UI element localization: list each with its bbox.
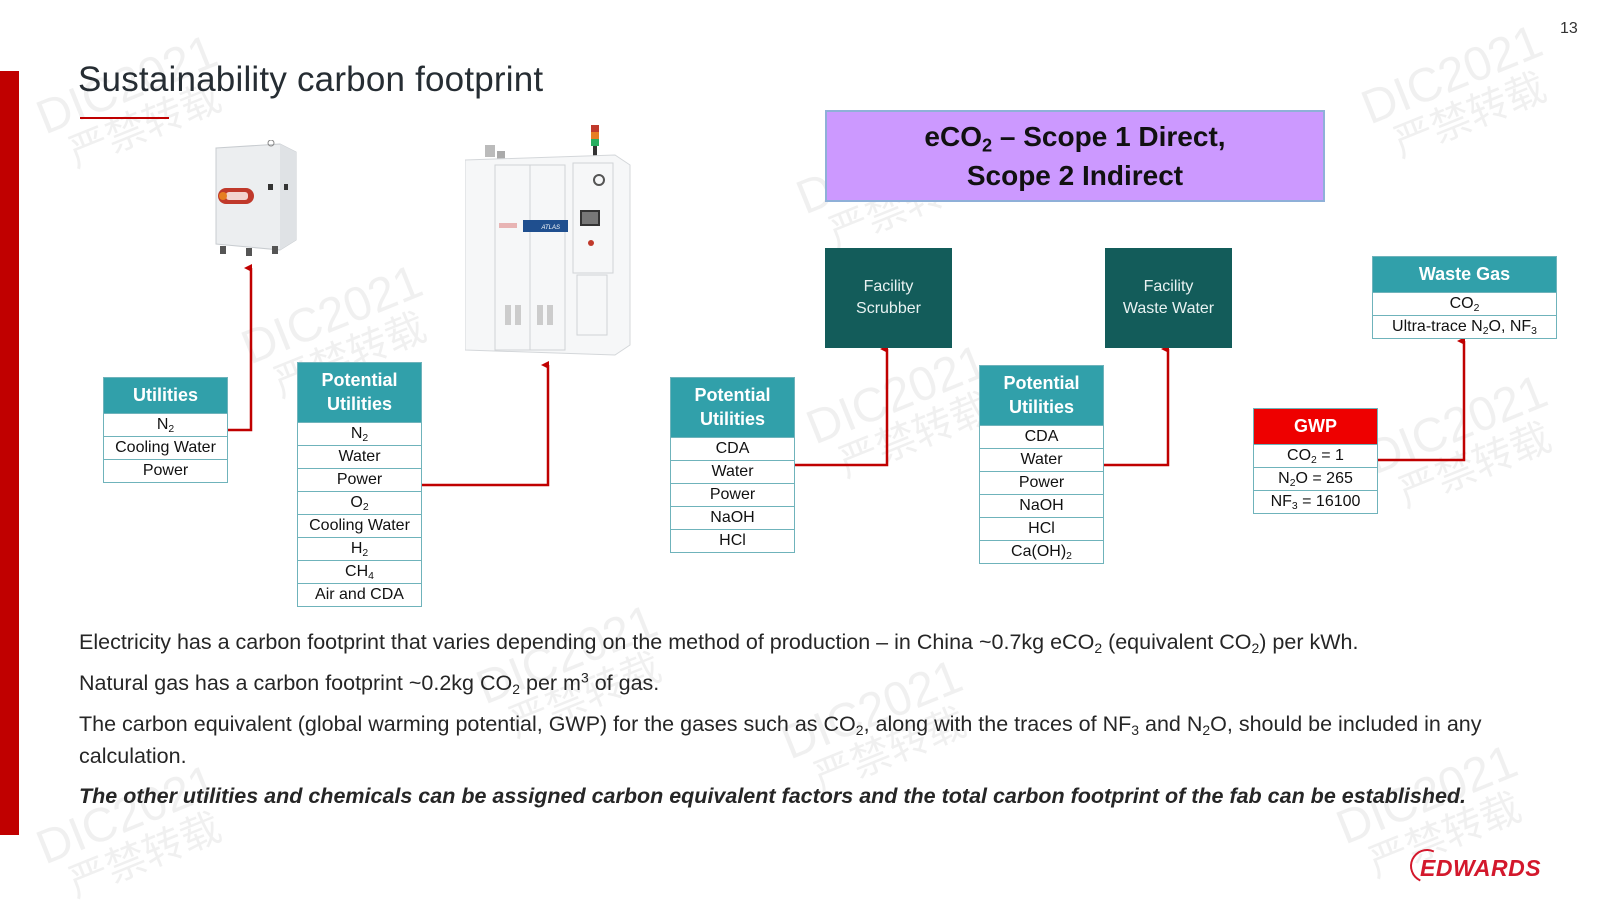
paragraph-natural-gas: Natural gas has a carbon footprint ~0.2k…: [79, 669, 660, 698]
table-row: CH4: [298, 560, 421, 583]
table-header: Waste Gas: [1373, 257, 1556, 292]
table-row: Cooling Water: [104, 436, 227, 459]
vacuum-pump-image: [215, 140, 297, 256]
table-row: CDA: [671, 437, 794, 460]
table-row: NaOH: [980, 494, 1103, 517]
edwards-logo: EDWARDS: [1405, 844, 1541, 888]
table-row: Water: [298, 445, 421, 468]
table-row: Power: [671, 483, 794, 506]
table-row: Water: [671, 460, 794, 483]
accent-bar: [0, 71, 19, 835]
arrow-utilities-to-pump: [226, 264, 253, 432]
table-row: N2O = 265: [1254, 467, 1377, 490]
gwp-table: GWP CO2 = 1 N2O = 265 NF3 = 16100: [1253, 408, 1378, 514]
table-row: CO2: [1373, 292, 1556, 315]
scope-box: eCO2 – Scope 1 Direct, Scope 2 Indirect: [825, 110, 1325, 202]
paragraph-electricity: Electricity has a carbon footprint that …: [79, 630, 1359, 657]
arrow-utilities-to-scrubber: [793, 345, 889, 467]
title-underline: [80, 117, 169, 119]
table-row: HCl: [980, 517, 1103, 540]
table-row: CO2 = 1: [1254, 444, 1377, 467]
table-row: NF3 = 16100: [1254, 490, 1377, 513]
table-row: Cooling Water: [298, 514, 421, 537]
table-row: O2: [298, 491, 421, 514]
table-row: Water: [980, 448, 1103, 471]
table-row: N2: [104, 413, 227, 436]
table-row: Power: [298, 468, 421, 491]
table-row: HCl: [671, 529, 794, 552]
page-number: 13: [1560, 20, 1578, 37]
table-row: H2: [298, 537, 421, 560]
arrow-gwp-to-wastegas: [1376, 337, 1466, 462]
table-row: NaOH: [671, 506, 794, 529]
paragraph-conclusion: The other utilities and chemicals can be…: [79, 784, 1467, 808]
table-row: Ultra-trace N2O, NF3: [1373, 315, 1556, 338]
arrow-utilities-to-wastewater: [1102, 345, 1170, 467]
arrow-utilities-to-atlas: [421, 361, 550, 487]
table-header: GWP: [1254, 409, 1377, 444]
table-row: Power: [980, 471, 1103, 494]
utilities-table: Utilities N2 Cooling Water Power: [103, 377, 228, 483]
table-row: Air and CDA: [298, 583, 421, 606]
atlas-label: ATLAS: [540, 225, 560, 231]
table-row: Power: [104, 459, 227, 482]
table-row: Ca(OH)2: [980, 540, 1103, 563]
paragraph-gwp: The carbon equivalent (global warming po…: [79, 712, 1482, 768]
table-row: CDA: [980, 425, 1103, 448]
table-header: Utilities: [104, 378, 227, 413]
waste-gas-table: Waste Gas CO2 Ultra-trace N2O, NF3: [1372, 256, 1557, 339]
atlas-abatement-image: ATLAS: [465, 125, 631, 356]
table-row: N2: [298, 422, 421, 445]
page-title: Sustainability carbon footprint: [78, 60, 544, 99]
